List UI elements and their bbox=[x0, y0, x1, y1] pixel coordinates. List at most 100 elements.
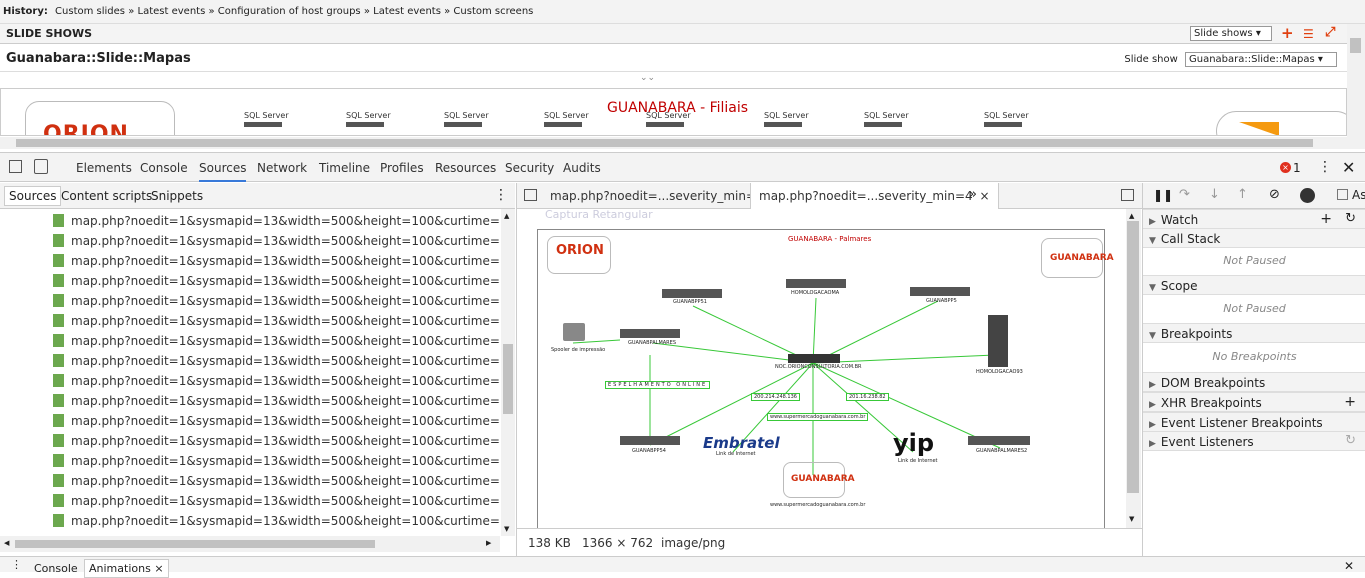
file-item[interactable]: map.php?noedit=1&sysmapid=13&width=500&h… bbox=[53, 434, 500, 454]
device-mode-icon[interactable] bbox=[34, 159, 48, 174]
list-icon[interactable]: ☰ bbox=[1303, 27, 1314, 41]
step-into-icon[interactable]: ↓ bbox=[1209, 187, 1220, 202]
scope-pane[interactable]: ▼Scope bbox=[1143, 275, 1365, 295]
call-stack-pane[interactable]: ▼Call Stack bbox=[1143, 228, 1365, 248]
scrollbar-thumb[interactable] bbox=[503, 344, 513, 414]
event-listener-breakpoints-pane[interactable]: ▶Event Listener Breakpoints bbox=[1143, 412, 1365, 432]
toggle-navigator-icon[interactable] bbox=[524, 189, 537, 201]
collapse-icon[interactable]: ⌄⌄ bbox=[640, 73, 656, 83]
breakpoints-pane[interactable]: ▼Breakpoints bbox=[1143, 323, 1365, 343]
fullscreen-icon[interactable]: ⤢ bbox=[1325, 25, 1336, 40]
event-listeners-pane[interactable]: ▶Event Listeners↻ bbox=[1143, 431, 1365, 451]
tab-security[interactable]: Security bbox=[505, 161, 555, 175]
tab-timeline[interactable]: Timeline bbox=[319, 161, 371, 175]
deactivate-breakpoints-icon[interactable]: ⊘ bbox=[1269, 187, 1280, 202]
file-item[interactable]: map.php?noedit=1&sysmapid=13&width=500&h… bbox=[53, 514, 500, 534]
file-item[interactable]: map.php?noedit=1&sysmapid=13&width=500&h… bbox=[53, 334, 500, 354]
slide-show-select[interactable]: Guanabara::Slide::Mapas ▾ bbox=[1185, 52, 1337, 67]
step-out-icon[interactable]: ↑ bbox=[1237, 187, 1248, 202]
tower-server-icon bbox=[988, 315, 1008, 367]
tab-elements[interactable]: Elements bbox=[76, 161, 132, 175]
file-list-hscrollbar[interactable]: ◀ ▶ bbox=[0, 536, 500, 552]
scroll-left-icon[interactable]: ◀ bbox=[4, 539, 10, 547]
slide-shows-select[interactable]: Slide shows ▾ bbox=[1190, 26, 1272, 41]
close-drawer-icon[interactable]: ✕ bbox=[1344, 559, 1355, 573]
tab-resources[interactable]: Resources bbox=[435, 161, 497, 175]
editor-tab-active[interactable]: map.php?noedit=...severity_min=4 × bbox=[750, 183, 999, 209]
refresh-icon[interactable]: ↻ bbox=[1345, 211, 1356, 226]
file-item[interactable]: map.php?noedit=1&sysmapid=13&width=500&h… bbox=[53, 494, 500, 514]
add-watch-icon[interactable]: + bbox=[1320, 211, 1332, 227]
async-checkbox[interactable] bbox=[1337, 189, 1348, 200]
drawer-tab-console[interactable]: Console bbox=[34, 562, 78, 575]
tab-sources-nav[interactable]: Sources bbox=[4, 186, 62, 206]
drawer-tab-animations[interactable]: Animations × bbox=[84, 559, 169, 578]
file-icon bbox=[53, 374, 64, 387]
editor-tab[interactable]: map.php?noedit=...severity_min=3 bbox=[550, 189, 764, 203]
scroll-up-icon[interactable]: ▲ bbox=[504, 212, 510, 220]
history-link[interactable]: Custom screens bbox=[453, 6, 534, 17]
preview-scrollbar[interactable]: ▲ ▼ bbox=[1126, 209, 1141, 528]
scroll-right-icon[interactable]: ▶ bbox=[486, 539, 492, 547]
dom-breakpoints-pane[interactable]: ▶DOM Breakpoints bbox=[1143, 372, 1365, 392]
file-item[interactable]: map.php?noedit=1&sysmapid=13&width=500&h… bbox=[53, 234, 500, 254]
scroll-up-icon[interactable]: ▲ bbox=[1129, 212, 1135, 220]
scroll-down-icon[interactable]: ▼ bbox=[1129, 515, 1135, 523]
file-item[interactable]: map.php?noedit=1&sysmapid=13&width=500&h… bbox=[53, 274, 500, 294]
tab-sources[interactable]: Sources bbox=[199, 161, 247, 182]
slide-header: Guanabara::Slide::Mapas Slide show Guana… bbox=[0, 48, 1347, 72]
file-item[interactable]: map.php?noedit=1&sysmapid=13&width=500&h… bbox=[53, 254, 500, 274]
close-tab-icon[interactable]: × bbox=[154, 562, 164, 575]
pause-icon[interactable]: ❚❚ bbox=[1153, 188, 1174, 202]
file-item[interactable]: map.php?noedit=1&sysmapid=13&width=500&h… bbox=[53, 374, 500, 394]
tab-snippets[interactable]: Snippets bbox=[151, 189, 204, 203]
file-item[interactable]: map.php?noedit=1&sysmapid=13&width=500&h… bbox=[53, 294, 500, 314]
tab-audits[interactable]: Audits bbox=[563, 161, 601, 175]
file-item[interactable]: map.php?noedit=1&sysmapid=13&width=500&h… bbox=[53, 314, 500, 334]
close-icon[interactable]: ✕ bbox=[1342, 158, 1356, 177]
close-tab-icon[interactable]: × bbox=[979, 189, 990, 203]
add-xhr-breakpoint-icon[interactable]: + bbox=[1344, 394, 1356, 410]
tab-content-scripts[interactable]: Content scripts bbox=[61, 189, 153, 203]
tab-profiles[interactable]: Profiles bbox=[380, 161, 424, 175]
page-horizontal-scrollbar[interactable] bbox=[0, 137, 1347, 149]
step-over-icon[interactable]: ↷ bbox=[1179, 187, 1190, 202]
xhr-breakpoints-pane[interactable]: ▶XHR Breakpoints+ bbox=[1143, 392, 1365, 412]
orion-logo: ORION bbox=[43, 122, 129, 136]
slide-area: ORION GUANABARA - Filiais SQL Server SQL… bbox=[0, 88, 1347, 136]
inspect-element-icon[interactable] bbox=[9, 160, 22, 173]
file-item[interactable]: map.php?noedit=1&sysmapid=13&width=500&h… bbox=[53, 454, 500, 474]
scrollbar-thumb[interactable] bbox=[1350, 38, 1361, 53]
file-item[interactable]: map.php?noedit=1&sysmapid=13&width=500&h… bbox=[53, 474, 500, 494]
file-item[interactable]: map.php?noedit=1&sysmapid=13&width=500&h… bbox=[53, 354, 500, 374]
history-link[interactable]: Latest events bbox=[137, 6, 206, 17]
scrollbar-thumb[interactable] bbox=[16, 139, 1313, 147]
history-link[interactable]: Latest events bbox=[373, 6, 441, 17]
error-icon[interactable]: × bbox=[1280, 162, 1291, 173]
file-item[interactable]: map.php?noedit=1&sysmapid=13&width=500&h… bbox=[53, 394, 500, 414]
server-icon: SQL Server bbox=[764, 111, 819, 135]
node-label: www.supermercadoguanabara.com.br bbox=[770, 502, 866, 508]
drawer-menu-icon[interactable]: ⋮ bbox=[11, 558, 22, 571]
more-menu-icon[interactable]: ⋮ bbox=[1318, 159, 1332, 175]
tab-network[interactable]: Network bbox=[257, 161, 308, 175]
add-icon[interactable]: + bbox=[1281, 24, 1294, 42]
toggle-debugger-icon[interactable] bbox=[1121, 189, 1134, 201]
history-link[interactable]: Custom slides bbox=[55, 6, 126, 17]
watch-pane[interactable]: ▶Watch+↻ bbox=[1143, 209, 1365, 229]
file-list-scrollbar[interactable]: ▲ ▼ bbox=[501, 209, 515, 536]
more-tabs-icon[interactable]: » bbox=[969, 187, 977, 202]
expanded-icon: ▼ bbox=[1149, 331, 1156, 341]
refresh-icon[interactable]: ↻ bbox=[1345, 433, 1356, 448]
scrollbar-thumb[interactable] bbox=[1127, 221, 1139, 493]
pause-on-exceptions-icon[interactable] bbox=[1300, 188, 1315, 203]
scroll-down-icon[interactable]: ▼ bbox=[504, 525, 510, 533]
server-icon: SQL Server bbox=[444, 111, 499, 135]
history-link[interactable]: Configuration of host groups bbox=[217, 6, 361, 17]
tab-console[interactable]: Console bbox=[140, 161, 188, 175]
scrollbar-thumb[interactable] bbox=[15, 540, 375, 548]
file-item[interactable]: map.php?noedit=1&sysmapid=13&width=500&h… bbox=[53, 214, 500, 234]
file-item[interactable]: map.php?noedit=1&sysmapid=13&width=500&h… bbox=[53, 414, 500, 434]
page-vertical-scrollbar[interactable] bbox=[1347, 24, 1365, 149]
more-icon[interactable]: ⋮ bbox=[494, 187, 508, 203]
